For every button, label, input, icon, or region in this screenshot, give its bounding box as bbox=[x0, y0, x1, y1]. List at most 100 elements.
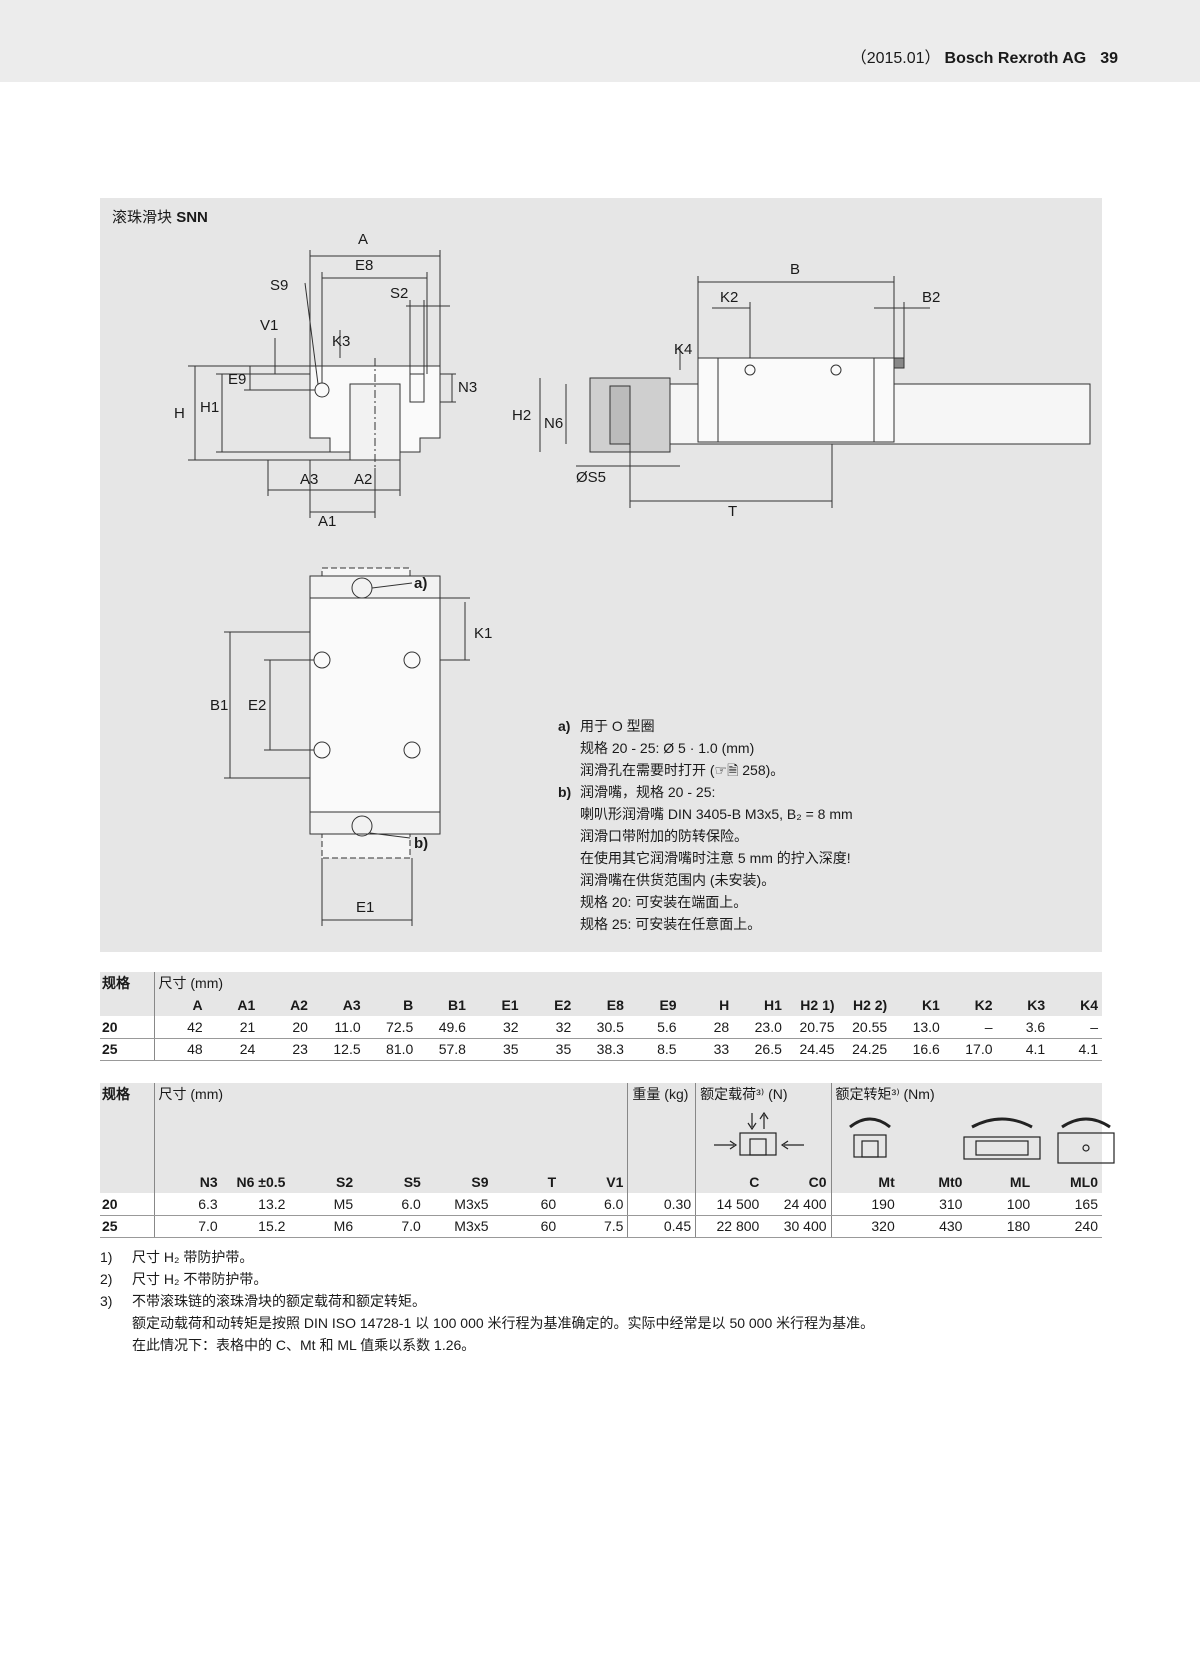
moment-label: 额定转矩³⁾ (Nm) bbox=[830, 1083, 1102, 1105]
column-header: B1 bbox=[417, 994, 470, 1016]
table-cell: 24 400 bbox=[763, 1193, 832, 1216]
column-header: A3 bbox=[311, 994, 365, 1016]
table-cell: 180 bbox=[966, 1215, 1035, 1238]
table-cell: 12.5 bbox=[311, 1038, 365, 1061]
column-header: C bbox=[695, 1171, 764, 1193]
column-header: K2 bbox=[943, 994, 997, 1016]
dims-label: 尺寸 (mm) bbox=[154, 972, 1102, 994]
footnotes: 1)尺寸 H₂ 带防护带。 2)尺寸 H₂ 不带防护带。 3)不带滚珠链的滚珠滑… bbox=[100, 1246, 874, 1356]
note-b: b) 润滑嘴，规格 20 - 25: 喇叭形润滑嘴 DIN 3405-B M3x… bbox=[558, 781, 853, 935]
table-header-row: 规格 尺寸 (mm) 重量 (kg) 额定载荷³⁾ (N) 额定转矩³⁾ (Nm… bbox=[100, 1083, 1102, 1105]
note-b-line: 在使用其它润滑嘴时注意 5 mm 的拧入深度! bbox=[580, 850, 851, 866]
table-cell: 24.25 bbox=[838, 1038, 892, 1061]
header-company: Bosch Rexroth AG bbox=[944, 50, 1087, 67]
table-cell: 32 bbox=[469, 1016, 523, 1039]
column-header: T bbox=[492, 1171, 561, 1193]
table-cell: 20.55 bbox=[838, 1016, 892, 1039]
column-header: K4 bbox=[1049, 994, 1102, 1016]
dims-label: 尺寸 (mm) bbox=[154, 1083, 628, 1105]
table-cell: 6.0 bbox=[560, 1193, 628, 1216]
label-E2: E2 bbox=[248, 697, 266, 714]
table-cell: 11.0 bbox=[311, 1016, 365, 1039]
table-cell: M3x5 bbox=[424, 1215, 493, 1238]
label-H2: H2 bbox=[512, 407, 531, 424]
table-cell: 21 bbox=[206, 1016, 260, 1039]
table-cell: 100 bbox=[966, 1193, 1035, 1216]
table-cell: 165 bbox=[1034, 1193, 1102, 1216]
column-header: E2 bbox=[522, 994, 576, 1016]
column-header: H bbox=[680, 994, 734, 1016]
table-cell: 35 bbox=[522, 1038, 576, 1061]
label-A2: A2 bbox=[354, 471, 372, 488]
label-H1: H1 bbox=[200, 399, 219, 416]
note-b-line: 规格 25: 可安装在任意面上。 bbox=[580, 916, 762, 932]
table-cell: 4.1 bbox=[996, 1038, 1050, 1061]
table-cell: 3.6 bbox=[996, 1016, 1050, 1039]
footnote-1: 1)尺寸 H₂ 带防护带。 bbox=[100, 1249, 254, 1265]
table-cell: 0.30 bbox=[627, 1193, 696, 1216]
label-A3: A3 bbox=[300, 471, 318, 488]
column-header: N6 ±0.5 bbox=[221, 1171, 290, 1193]
table-cell: 6.0 bbox=[357, 1193, 425, 1216]
table-cell: 23 bbox=[259, 1038, 312, 1061]
footnote-3: 3)不带滚珠链的滚珠滑块的额定载荷和额定转矩。 bbox=[100, 1293, 426, 1309]
column-header: N3 bbox=[154, 1171, 222, 1193]
table-cell: 240 bbox=[1034, 1215, 1102, 1238]
table-cell: 430 bbox=[898, 1215, 967, 1238]
label-H: H bbox=[174, 405, 185, 422]
table-cell: – bbox=[1049, 1016, 1102, 1039]
column-header bbox=[627, 1171, 696, 1193]
label-E9: E9 bbox=[228, 371, 246, 388]
table-cell: 310 bbox=[898, 1193, 967, 1216]
label-b: b) bbox=[414, 835, 428, 852]
label-A1: A1 bbox=[318, 513, 336, 530]
note-b-line: 润滑嘴，规格 20 - 25: bbox=[580, 784, 716, 800]
table-cell: 16.6 bbox=[891, 1038, 944, 1061]
table-cell: 23.0 bbox=[733, 1016, 786, 1039]
table-cell: 4.1 bbox=[1049, 1038, 1102, 1061]
table-cell: 30 400 bbox=[763, 1215, 832, 1238]
weight-label: 重量 (kg) bbox=[627, 1083, 696, 1105]
table-cell: 49.6 bbox=[417, 1016, 470, 1039]
column-header: H2 1) bbox=[785, 994, 839, 1016]
column-header: S9 bbox=[424, 1171, 493, 1193]
footnote-2: 2)尺寸 H₂ 不带防护带。 bbox=[100, 1271, 268, 1287]
row-size: 20 bbox=[100, 1193, 155, 1216]
header-year: （2015.01） bbox=[850, 50, 941, 67]
table-header-row: 规格 尺寸 (mm) bbox=[100, 972, 1102, 994]
table-cell: 30.5 bbox=[575, 1016, 628, 1039]
table-cell: 15.2 bbox=[221, 1215, 290, 1238]
table-cell: 72.5 bbox=[364, 1016, 418, 1039]
label-K2: K2 bbox=[720, 289, 738, 306]
table-cell: 28 bbox=[680, 1016, 734, 1039]
load-direction-icon bbox=[695, 1105, 832, 1171]
table-cell: 48 bbox=[154, 1038, 207, 1061]
table-cell: 20 bbox=[259, 1016, 312, 1039]
panel-title: 滚珠滑块 SNN bbox=[112, 206, 208, 227]
column-header: Mt bbox=[830, 1171, 899, 1193]
icon-row bbox=[100, 1105, 1115, 1171]
note-b-line: 润滑嘴在供货范围内 (未安装)。 bbox=[580, 872, 776, 888]
note-b-line: 润滑口带附加的防转保险。 bbox=[580, 828, 748, 844]
table-cell: 35 bbox=[469, 1038, 523, 1061]
technical-drawing: A E8 S9 S2 V1 K3 E9 N3 H H1 A3 A2 A1 bbox=[174, 231, 1091, 926]
column-header: A1 bbox=[206, 994, 260, 1016]
label-B1: B1 bbox=[210, 697, 228, 714]
table-cell: 32 bbox=[522, 1016, 576, 1039]
dimensions-table-2: 规格 尺寸 (mm) 重量 (kg) 额定载荷³⁾ (N) 额定转矩³⁾ (Nm… bbox=[100, 1083, 1115, 1238]
table-cell: 7.5 bbox=[560, 1215, 628, 1238]
note-b-line: 规格 20: 可安装在端面上。 bbox=[580, 894, 748, 910]
front-view: A E8 S9 S2 V1 K3 E9 N3 H H1 A3 A2 A1 bbox=[174, 231, 477, 530]
column-header: V1 bbox=[560, 1171, 628, 1193]
note-a-line: 规格 20 - 25: Ø 5 · 1.0 (mm) bbox=[580, 740, 755, 756]
label-a: a) bbox=[414, 575, 427, 592]
size-label: 规格 bbox=[100, 972, 155, 994]
